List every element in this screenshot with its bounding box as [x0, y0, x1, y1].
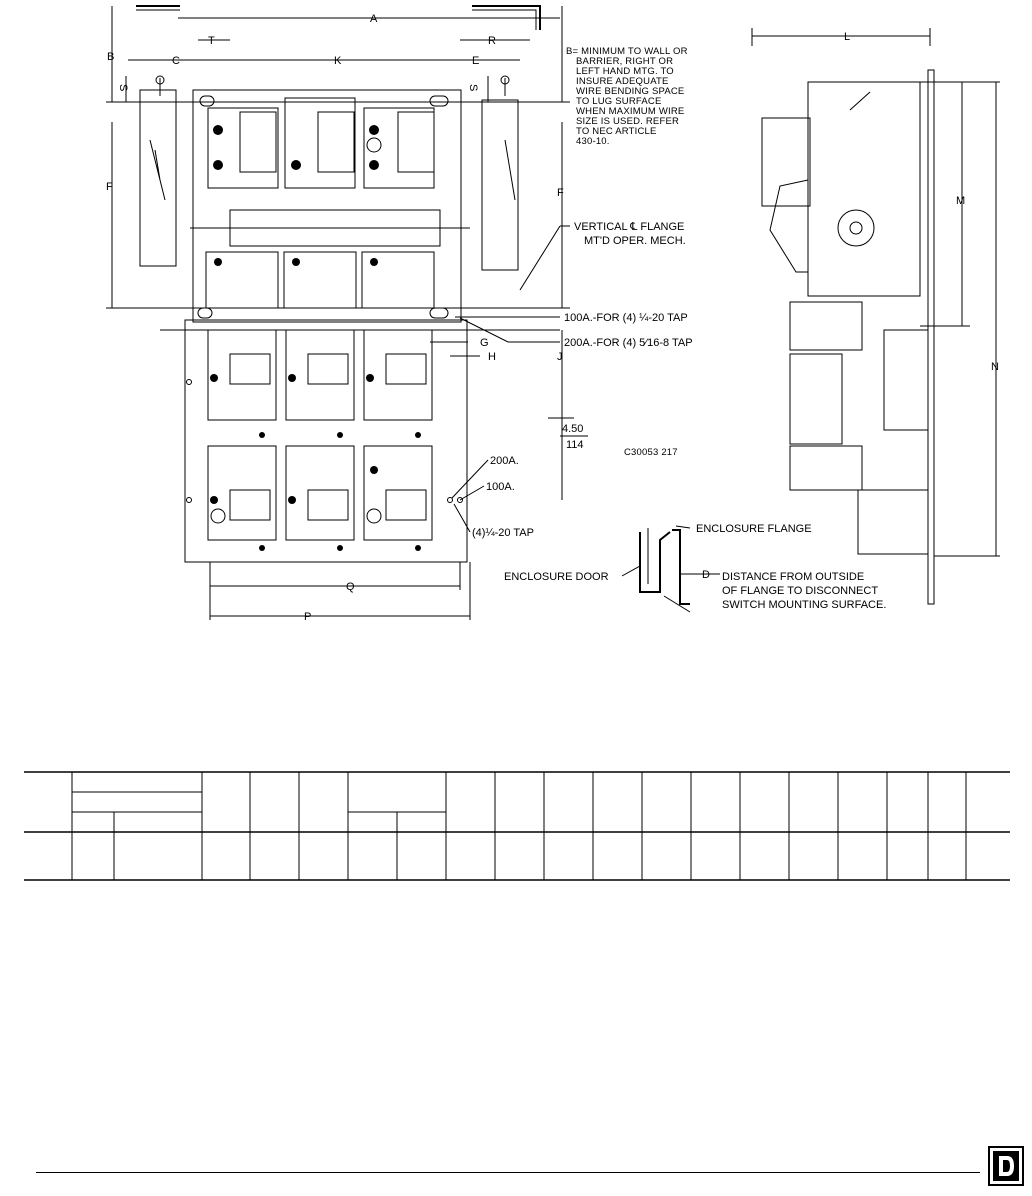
square-d-logo: D	[988, 1146, 1024, 1186]
enclosure-door-label: ENCLOSURE DOOR	[504, 571, 609, 583]
dim-P: P	[304, 611, 311, 623]
dim-T: T	[208, 35, 215, 47]
dim-G: G	[480, 337, 489, 349]
dim-S-left: S	[117, 84, 129, 91]
dim-C: C	[172, 55, 180, 67]
b-note-line-10: 430-10.	[576, 136, 610, 147]
vertical-flange-line-2: MT'D OPER. MECH.	[584, 235, 686, 247]
label-100a: 100A.	[486, 481, 515, 493]
tap-200a-note: 200A.-FOR (4) 5⁄16-8 TAP	[564, 337, 693, 349]
dim-E: E	[472, 55, 479, 67]
side-view	[751, 28, 1000, 605]
notes: B= MINIMUM TO WALL OR BARRIER, RIGHT OR …	[472, 46, 886, 611]
dimension-lines	[106, 6, 574, 620]
vertical-flange-line-1: VERTICAL ℄ FLANGE	[574, 221, 684, 233]
dim-L: L	[844, 31, 850, 43]
dim-Q: Q	[346, 581, 355, 593]
dim-H: H	[488, 351, 496, 363]
distance-note-line-3: SWITCH MOUNTING SURFACE.	[722, 599, 886, 611]
enclosure-flange-label: ENCLOSURE FLANGE	[696, 523, 812, 535]
dim-D: D	[702, 569, 710, 581]
dim-B: B	[107, 51, 114, 63]
dim-450: 4.50	[562, 423, 583, 435]
b-note-line-9: TO NEC ARTICLE	[576, 126, 657, 137]
label-200a: 200A.	[490, 455, 519, 467]
dim-M: M	[956, 195, 965, 207]
distance-note-line-1: DISTANCE FROM OUTSIDE	[722, 571, 864, 583]
b-note-line-3: LEFT HAND MTG. TO	[576, 66, 674, 77]
dim-A: A	[370, 13, 378, 25]
enclosure-detail	[621, 525, 720, 613]
b-note-line-4: INSURE ADEQUATE	[576, 76, 669, 87]
dim-S-right: S	[467, 84, 479, 91]
tap-bottom-note: (4)¼-20 TAP	[472, 527, 534, 539]
b-note-line-6: TO LUG SURFACE	[576, 96, 662, 107]
b-note-line-2: BARRIER, RIGHT OR	[576, 56, 673, 67]
tap-100a-note: 100A.-FOR (4) ¼-20 TAP	[564, 312, 688, 324]
dim-114: 114	[566, 439, 584, 451]
b-note-line-1: B= MINIMUM TO WALL OR	[566, 46, 688, 57]
dim-J: J	[557, 351, 563, 363]
footer-rule	[36, 1172, 980, 1173]
b-note-line-7: WHEN MAXIMUM WIRE	[576, 106, 684, 117]
dim-R: R	[488, 35, 496, 47]
dim-K: K	[334, 55, 342, 67]
dim-F-right: F	[557, 187, 564, 199]
distance-note-line-2: OF FLANGE TO DISCONNECT	[722, 585, 878, 597]
b-note-line-8: SIZE IS USED. REFER	[576, 116, 679, 127]
dimension-letters: A B C T K E R S S F F G H J Q P L M N D	[106, 13, 999, 623]
b-note-line-5: WIRE BENDING SPACE	[576, 86, 684, 97]
dim-F-left: F	[106, 181, 113, 193]
drawing-code: C30053 217	[624, 447, 678, 458]
dim-N: N	[991, 361, 999, 373]
